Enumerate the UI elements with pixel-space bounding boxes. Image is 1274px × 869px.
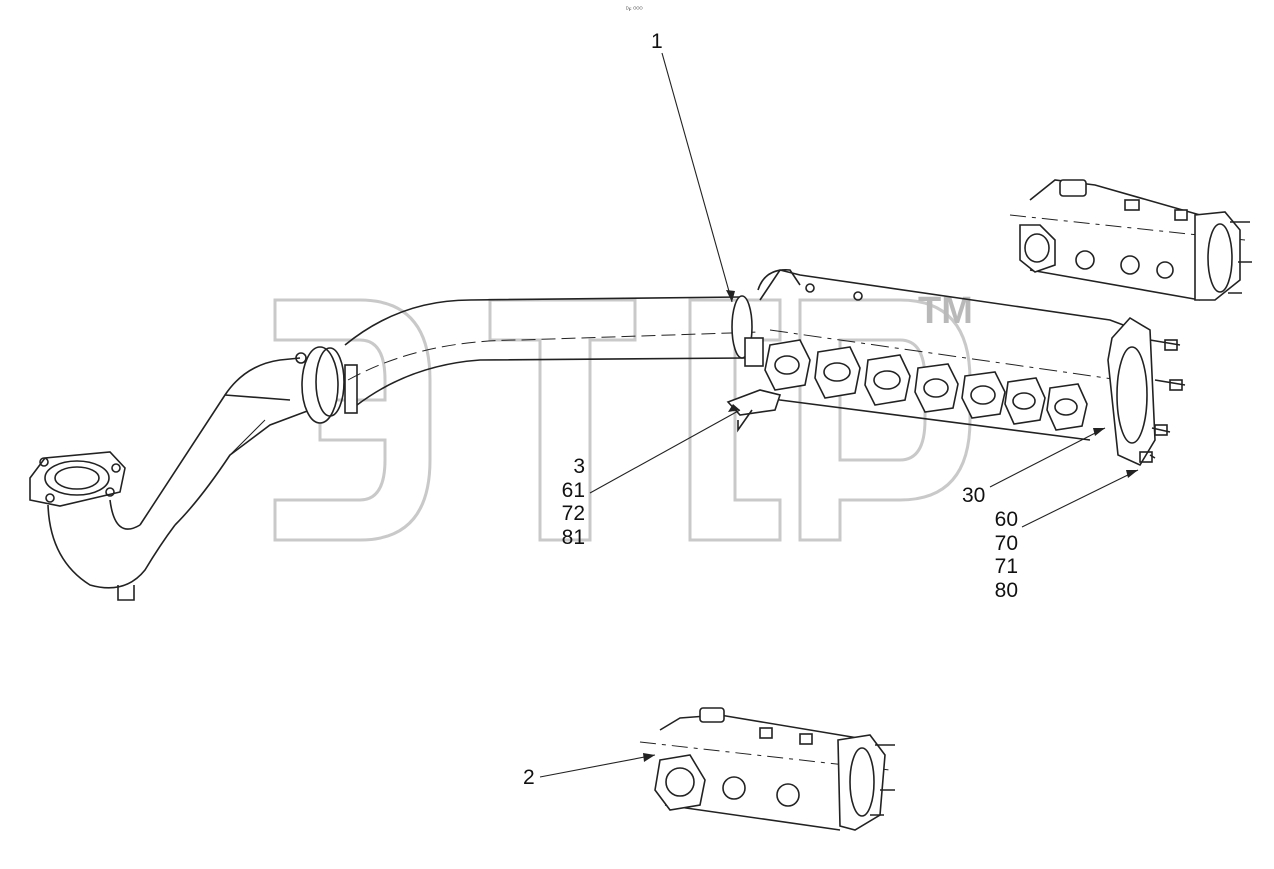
callout-group-left: 3 61 72 81: [555, 455, 585, 549]
leader-arrowheads: [643, 290, 1138, 762]
callout-group-right: 60 70 71 80: [986, 508, 1018, 602]
callout-30: 30: [962, 484, 986, 507]
leader-lines: [539, 52, 1139, 778]
detail-manifold-lower: [639, 707, 895, 831]
callout-61: 61: [561, 478, 585, 502]
callout-3: 3: [573, 455, 585, 478]
detail-manifold-upper: [1009, 179, 1252, 301]
trademark-mark: TM: [918, 290, 973, 332]
callout-70: 70: [994, 531, 1018, 555]
corner-mark: ᴰꜰ ᴼᴼᴼ: [626, 7, 643, 13]
exhaust-pipe: [29, 295, 761, 601]
callout-2: 2: [523, 766, 535, 789]
callout-81: 81: [561, 525, 585, 549]
exhaust-manifold: [726, 269, 1186, 467]
callout-71: 71: [994, 555, 1018, 578]
callout-60: 60: [994, 508, 1018, 531]
callout-80: 80: [994, 578, 1018, 602]
callout-1: 1: [651, 30, 663, 53]
watermark-logo: [273, 298, 972, 542]
callout-72: 72: [561, 502, 585, 525]
